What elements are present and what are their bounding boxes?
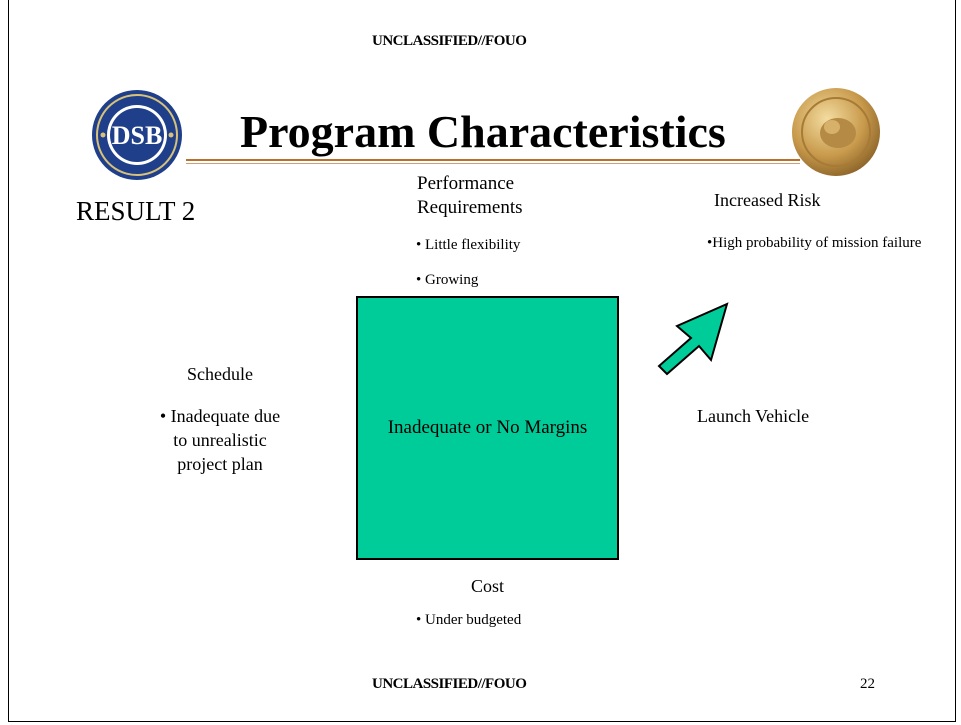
risk-heading: Increased Risk bbox=[714, 190, 821, 210]
schedule-heading: Schedule bbox=[187, 364, 253, 384]
performance-heading: Performance Requirements bbox=[417, 173, 523, 218]
schedule-bullet: • Inadequate due to unrealistic project … bbox=[159, 406, 281, 474]
gold-medallion-logo bbox=[792, 88, 880, 176]
risk-bullet: •High probability of mission failure bbox=[707, 235, 922, 251]
margins-box: Inadequate or No Margins bbox=[356, 296, 619, 560]
title-rule-secondary bbox=[186, 163, 800, 164]
page-number: 22 bbox=[860, 676, 875, 692]
title-rule bbox=[186, 159, 800, 161]
margins-box-label: Inadequate or No Margins bbox=[387, 417, 588, 438]
slide-frame bbox=[8, 0, 956, 722]
page-title: Program Characteristics bbox=[240, 106, 726, 157]
result-label: RESULT 2 bbox=[76, 196, 196, 226]
classification-top: UNCLASSIFIED//FOUO bbox=[372, 33, 527, 49]
performance-bullet: • Little flexibility bbox=[416, 237, 521, 253]
classification-bottom: UNCLASSIFIED//FOUO bbox=[372, 676, 527, 692]
cost-bullet: • Under budgeted bbox=[416, 612, 522, 628]
svg-text:DSB: DSB bbox=[112, 121, 163, 150]
cost-heading: Cost bbox=[471, 576, 505, 596]
arrow-up-right-icon bbox=[657, 302, 729, 376]
dsb-seal-logo: DSB bbox=[92, 90, 182, 180]
launch-vehicle-label: Launch Vehicle bbox=[697, 406, 810, 426]
performance-bullet: • Growing bbox=[416, 272, 479, 288]
